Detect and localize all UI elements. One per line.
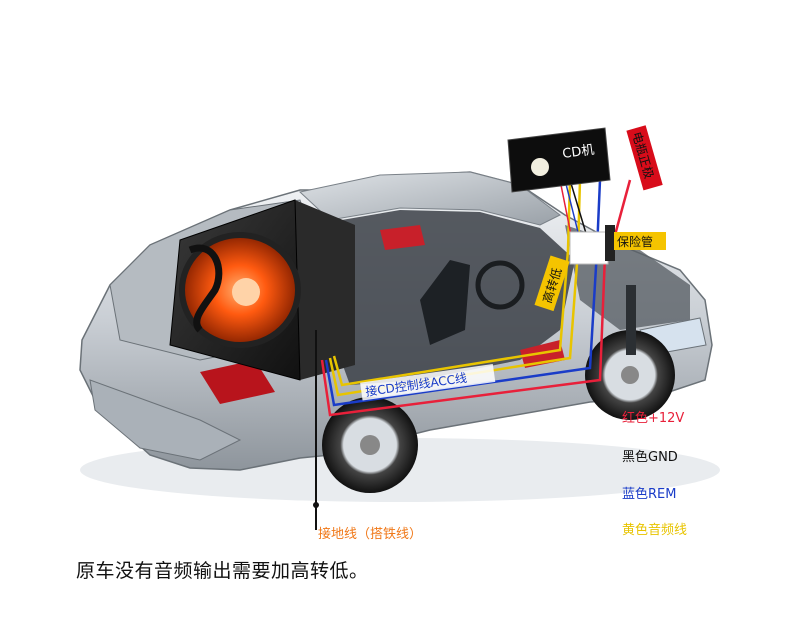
legend-red-12v: 红色+12V — [622, 411, 685, 426]
cd-wire-1 — [559, 179, 573, 241]
legend-yellow-audio: 黄色音频线 — [622, 523, 688, 538]
fuse-label-bg — [614, 232, 666, 250]
front-strut — [626, 285, 636, 355]
fuse-label: 保险管 — [617, 234, 653, 249]
subwoofer-box-side — [295, 200, 355, 380]
steering-wheel — [475, 260, 525, 310]
caption-text: 原车没有音频输出需要加高转低。 — [76, 560, 369, 582]
rear-light — [200, 360, 275, 404]
cd-wire-3 — [569, 179, 589, 241]
front-seat — [420, 260, 470, 345]
cd-wire-2 — [564, 179, 581, 241]
blue-wire — [324, 179, 602, 407]
red-seat-accent — [380, 225, 425, 250]
fuse-holder — [605, 225, 615, 261]
cd-unit-label: CD机 — [561, 143, 595, 162]
fuse-block — [569, 231, 609, 265]
legend-blue-rem: 蓝色REM — [622, 487, 677, 502]
car-roof — [298, 171, 561, 226]
rear-wheel-hub — [360, 435, 380, 455]
rear-bumper — [89, 379, 242, 461]
front-wheel-hub — [621, 366, 639, 384]
ground-terminal — [313, 502, 319, 508]
legend-black-gnd: 黑色GND — [622, 450, 678, 465]
cd-unit-disc-icon — [531, 158, 549, 176]
battery-wire — [613, 179, 632, 236]
yellow-wire-1 — [328, 179, 582, 397]
cd-unit — [507, 127, 611, 193]
ground-wire-label: 接地线（搭铁线） — [318, 527, 423, 542]
subwoofer-port — [188, 244, 223, 333]
battery-positive-tag: 电瓶正极 — [626, 125, 663, 191]
subwoofer-dustcap — [232, 278, 260, 306]
